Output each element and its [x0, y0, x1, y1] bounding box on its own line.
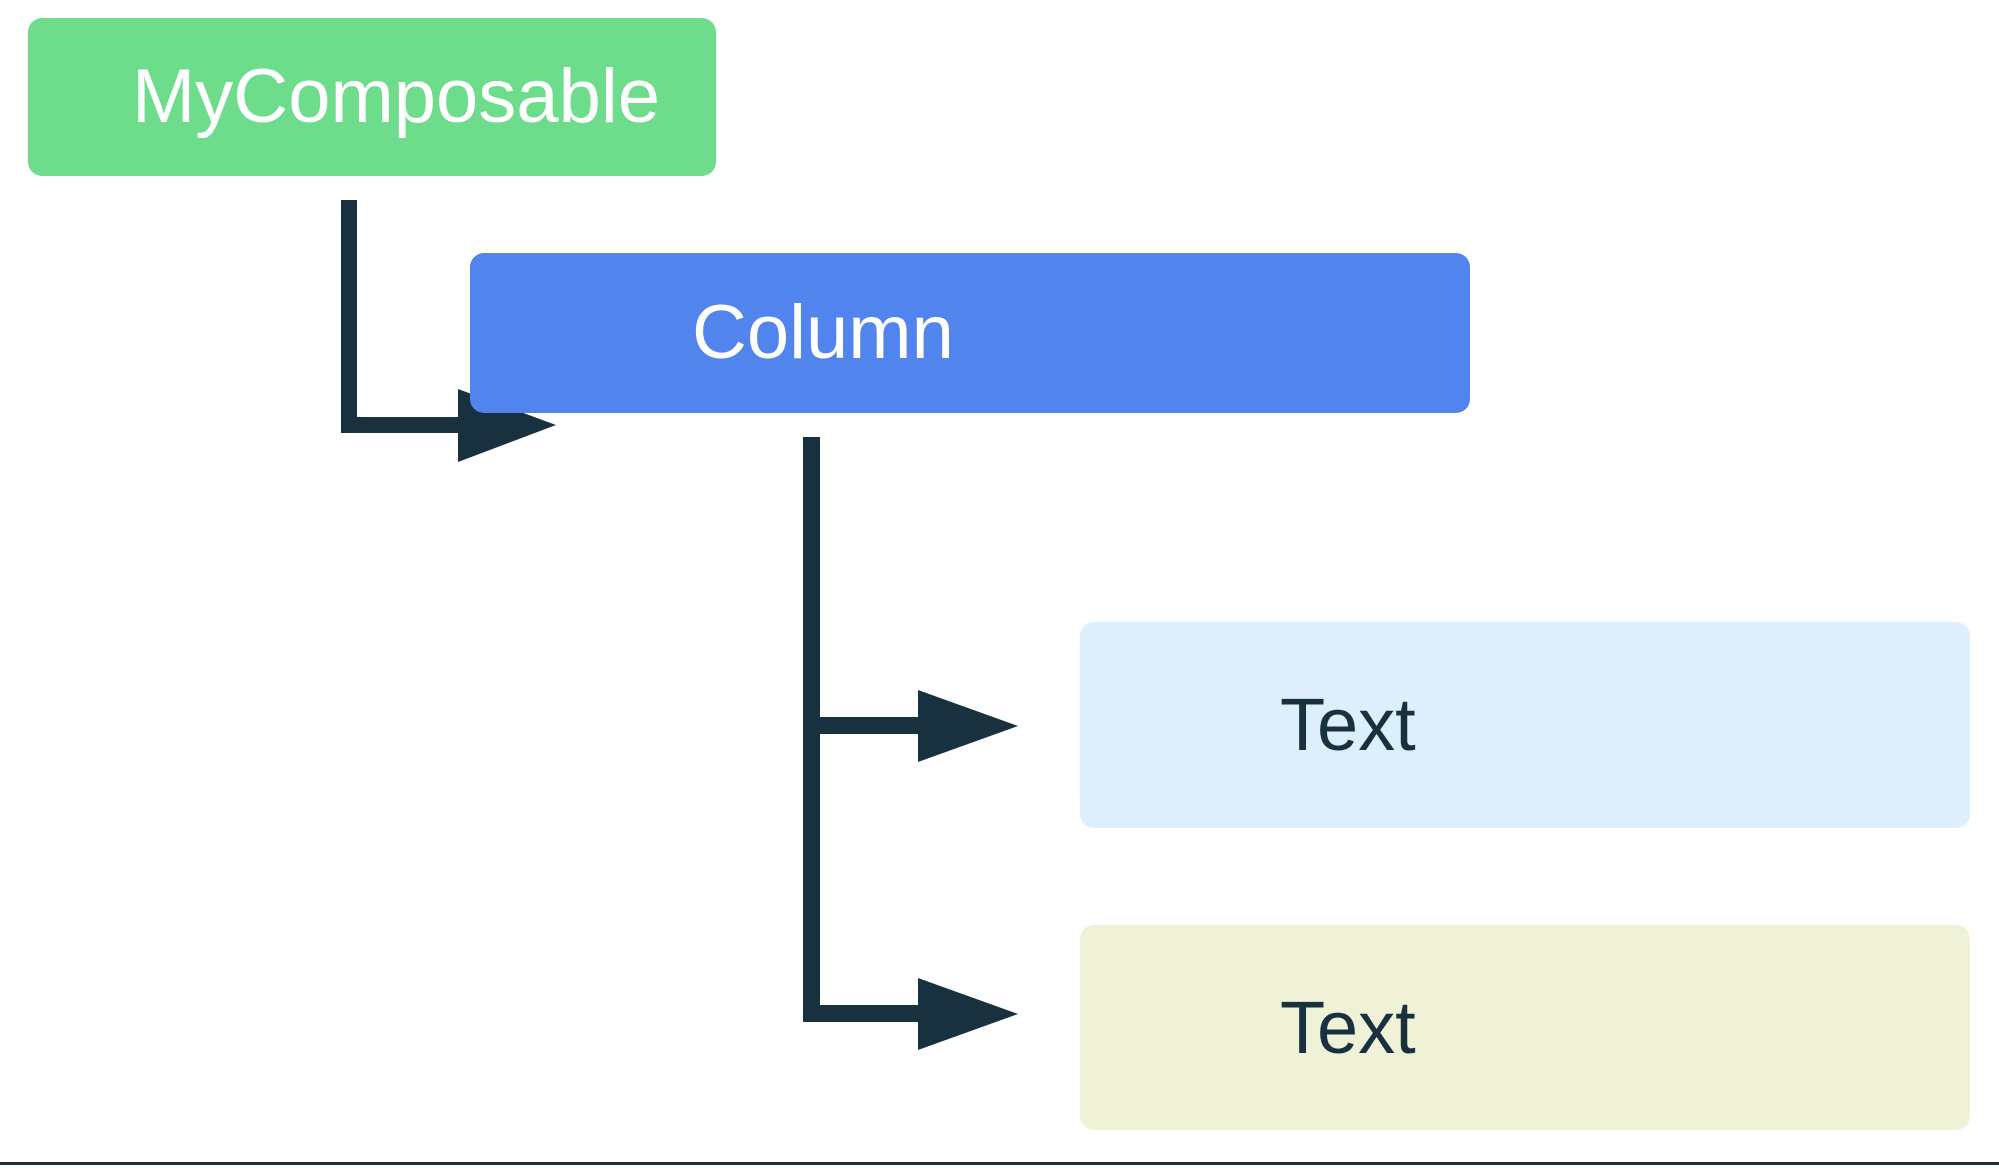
- node-text-second[interactable]: Text: [1080, 925, 1970, 1130]
- edge-root-horizontal-segment: [341, 417, 463, 433]
- node-text-first-label: Text: [1280, 683, 1416, 766]
- edge-column-vertical-trunk: [803, 437, 820, 1022]
- edge-column-to-text2: [803, 978, 1018, 1050]
- edge-root-vertical-segment: [341, 200, 357, 433]
- edge-text1-horizontal-segment: [803, 717, 923, 734]
- arrowhead-icon-to-text1: [918, 690, 1018, 762]
- node-text-second-label: Text: [1280, 985, 1416, 1069]
- footer-divider: [0, 1162, 1999, 1165]
- edge-root-to-column-path: [341, 200, 462, 433]
- edge-text2-horizontal-segment: [803, 1005, 923, 1022]
- edge-column-trunk: [803, 437, 820, 1022]
- edge-column-to-text1: [803, 690, 1018, 762]
- node-my-composable-label: MyComposable: [132, 54, 660, 139]
- node-text-first[interactable]: Text: [1080, 622, 1970, 828]
- node-column[interactable]: Column: [470, 253, 1470, 413]
- node-column-label: Column: [692, 290, 954, 375]
- arrowhead-icon-to-text2: [918, 978, 1018, 1050]
- node-my-composable[interactable]: MyComposable: [28, 18, 716, 176]
